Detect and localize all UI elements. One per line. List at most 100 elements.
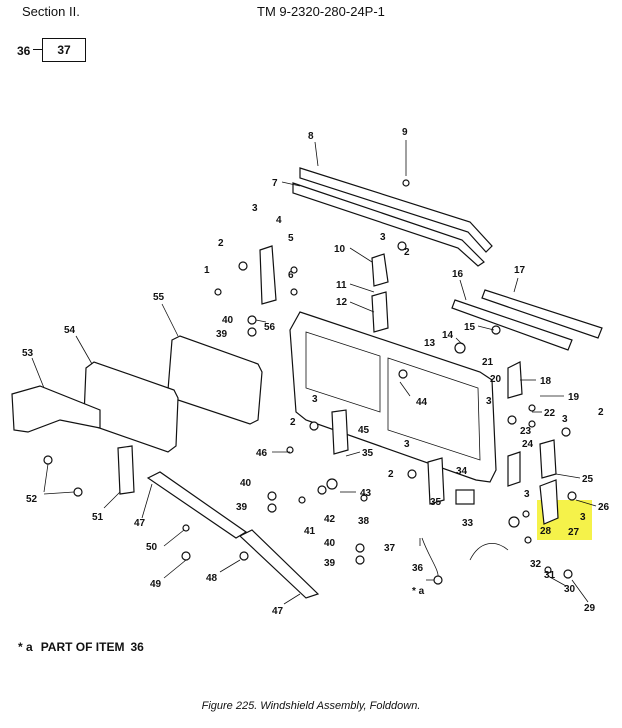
washer — [247, 327, 257, 337]
hinge-channel-upper — [146, 471, 248, 539]
callout-35: 35 — [430, 497, 442, 508]
screw-head — [286, 446, 294, 454]
leader-line — [349, 247, 373, 263]
screw-head — [563, 569, 573, 579]
callout-2: 2 — [404, 247, 410, 258]
hinge-plate-left — [117, 445, 135, 495]
screw-head — [73, 487, 83, 497]
callout-44: 44 — [416, 397, 428, 408]
washer — [398, 369, 408, 379]
callout-2: 2 — [218, 238, 224, 249]
screw-head — [239, 551, 249, 561]
callout-8: 8 — [308, 131, 314, 142]
callout-37: 37 — [384, 543, 396, 554]
callout-16: 16 — [452, 269, 464, 280]
hinge-channel-lower — [238, 529, 320, 599]
nav-to-box[interactable]: 37 — [42, 38, 86, 62]
screw-head — [402, 179, 410, 187]
callout-star-a: * a — [412, 586, 425, 597]
screw-head — [238, 261, 248, 271]
callout-52: 52 — [26, 494, 38, 505]
washer — [247, 315, 257, 325]
leader-lines — [31, 140, 597, 605]
leader-line — [547, 575, 567, 587]
callout-34: 34 — [456, 466, 468, 477]
callout-43: 43 — [360, 488, 372, 499]
callout-27: 27 — [568, 527, 580, 538]
callout-21: 21 — [482, 357, 494, 368]
callout-47: 47 — [134, 518, 146, 529]
washer — [528, 404, 536, 412]
callout-46: 46 — [256, 448, 268, 459]
leader-line — [283, 593, 301, 605]
callout-1: 1 — [204, 265, 210, 276]
pivot-bracket-right — [539, 439, 557, 479]
callout-5: 5 — [288, 233, 294, 244]
callout-40: 40 — [240, 478, 252, 489]
leader-line — [281, 181, 301, 187]
callout-56: 56 — [264, 322, 276, 333]
footnote-item: 36 — [130, 640, 144, 654]
callout-11: 11 — [336, 280, 347, 291]
hinge-block-right — [427, 457, 445, 505]
callout-39: 39 — [236, 502, 248, 513]
callout-9: 9 — [402, 127, 408, 138]
windshield-frame-inner-right — [387, 357, 481, 461]
washer — [317, 485, 327, 495]
washer — [355, 543, 365, 553]
callout-31: 31 — [544, 570, 556, 581]
callout-49: 49 — [150, 579, 162, 590]
leader-line — [399, 381, 411, 397]
callout-3: 3 — [404, 439, 410, 450]
ground-strap-end — [433, 575, 443, 585]
leader-line — [459, 279, 467, 301]
figure-caption: Figure 225. Windshield Assembly, Folddow… — [201, 700, 421, 712]
callout-6: 6 — [288, 270, 294, 281]
callout-26: 26 — [598, 502, 610, 513]
leader-line — [75, 335, 93, 365]
screw-head — [290, 288, 298, 296]
callout-28: 28 — [540, 526, 552, 537]
screw-head — [326, 478, 338, 490]
leader-line — [103, 491, 121, 509]
leader-line — [455, 337, 463, 345]
leader-line — [555, 473, 581, 479]
callout-10: 10 — [334, 244, 346, 255]
screw-head — [43, 455, 53, 465]
washer — [522, 510, 530, 518]
callout-55: 55 — [153, 292, 165, 303]
callout-22: 22 — [544, 408, 556, 419]
ground-strap — [421, 537, 439, 581]
leader-line — [163, 529, 185, 547]
arm-bracket-highlighted — [539, 479, 559, 525]
washer — [355, 555, 365, 565]
callout-3: 3 — [486, 396, 492, 407]
side-seal-strip — [451, 299, 573, 351]
screw-head — [360, 494, 368, 502]
callout-48: 48 — [206, 573, 218, 584]
clamp-bracket-lower — [371, 291, 389, 333]
screw-head — [507, 415, 517, 425]
leader-line — [349, 283, 375, 293]
nav-from-number: 36 — [17, 44, 31, 58]
washer — [508, 516, 520, 528]
leader-line — [571, 579, 589, 603]
section-label: Section II. — [22, 4, 80, 19]
callout-3: 3 — [252, 203, 258, 214]
hinge-block-center — [331, 409, 349, 455]
glass-seal — [83, 361, 179, 453]
screw-head — [544, 566, 552, 574]
pad-square — [455, 489, 475, 505]
fasteners — [43, 179, 577, 579]
callout-3: 3 — [380, 232, 386, 243]
side-bracket — [11, 385, 101, 433]
leader-line — [255, 319, 267, 323]
windshield-frame-inner-left — [305, 331, 381, 413]
screw-head — [182, 524, 190, 532]
cable-right — [469, 543, 509, 561]
callout-3: 3 — [524, 489, 530, 500]
callout-4: 4 — [276, 215, 282, 226]
leader-line — [161, 303, 179, 337]
callout-50: 50 — [146, 542, 158, 553]
